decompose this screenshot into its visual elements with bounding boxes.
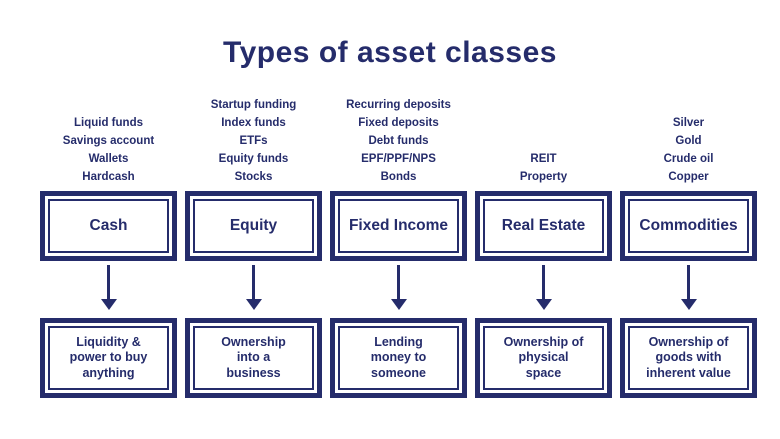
example-item: EPF/PPF/NPS xyxy=(361,153,436,165)
example-item: Recurring deposits xyxy=(346,99,451,111)
asset-class-box-inner: Cash xyxy=(48,199,169,253)
example-item: Crude oil xyxy=(663,153,714,165)
down-arrow-icon xyxy=(535,261,552,313)
description-text: Lending money to someone xyxy=(371,335,427,382)
examples-list: Silver Gold Crude oil Copper xyxy=(620,90,757,186)
asset-class-box: Real Estate xyxy=(475,191,612,261)
description-line: Lending xyxy=(374,334,423,349)
example-item: REIT xyxy=(530,153,557,165)
asset-column-cash: Liquid funds Savings account Wallets Har… xyxy=(40,90,177,398)
asset-class-label: Commodities xyxy=(639,217,738,234)
description-box: Lending money to someone xyxy=(330,318,467,398)
down-arrow-icon xyxy=(245,261,262,313)
description-text: Ownership into a business xyxy=(221,335,286,382)
example-item: Hardcash xyxy=(82,171,135,183)
description-line: Liquidity & xyxy=(76,334,141,349)
asset-class-box-inner: Commodities xyxy=(628,199,749,253)
asset-class-label: Cash xyxy=(89,217,128,234)
examples-list: Liquid funds Savings account Wallets Har… xyxy=(40,90,177,186)
description-line: physical xyxy=(518,350,569,365)
example-item: Wallets xyxy=(88,153,129,165)
example-item: Stocks xyxy=(234,171,273,183)
diagram-title: Types of asset classes xyxy=(223,36,557,69)
down-arrow-icon xyxy=(100,261,117,313)
asset-column-equity: Startup funding Index funds ETFs Equity … xyxy=(185,90,322,398)
asset-column-real-estate: REIT Property Real Estate Ownership of p… xyxy=(475,90,612,398)
asset-class-box: Commodities xyxy=(620,191,757,261)
description-box-inner: Lending money to someone xyxy=(338,326,459,390)
description-line: power to buy xyxy=(69,350,148,365)
description-line: goods with xyxy=(655,350,722,365)
asset-column-fixed-income: Recurring deposits Fixed deposits Debt f… xyxy=(330,90,467,398)
description-box-inner: Ownership of physical space xyxy=(483,326,604,390)
examples-list: REIT Property xyxy=(475,90,612,186)
asset-class-box: Fixed Income xyxy=(330,191,467,261)
asset-class-box-inner: Equity xyxy=(193,199,314,253)
description-line: Ownership of xyxy=(648,334,729,349)
down-arrow-icon xyxy=(680,261,697,313)
description-box-inner: Ownership of goods with inherent value xyxy=(628,326,749,390)
description-line: inherent value xyxy=(646,365,731,380)
example-item: Copper xyxy=(668,171,709,183)
description-text: Ownership of physical space xyxy=(504,335,584,382)
description-text: Ownership of goods with inherent value xyxy=(646,335,731,382)
asset-class-label: Equity xyxy=(229,217,278,234)
example-item: Index funds xyxy=(221,117,286,129)
asset-class-box: Equity xyxy=(185,191,322,261)
example-item: Bonds xyxy=(380,171,417,183)
description-box-inner: Liquidity & power to buy anything xyxy=(48,326,169,390)
asset-class-label: Fixed Income xyxy=(348,217,449,234)
description-line: Ownership of xyxy=(503,334,584,349)
example-item: Debt funds xyxy=(368,135,429,147)
description-line: into a xyxy=(236,350,271,365)
asset-column-commodities: Silver Gold Crude oil Copper Commodities… xyxy=(620,90,757,398)
example-item: Liquid funds xyxy=(74,117,143,129)
description-line: business xyxy=(226,365,281,380)
description-box: Ownership of physical space xyxy=(475,318,612,398)
asset-class-box: Cash xyxy=(40,191,177,261)
description-line: space xyxy=(525,365,562,380)
example-item: Property xyxy=(519,171,568,183)
description-line: money to xyxy=(370,350,427,365)
example-item: Equity funds xyxy=(218,153,289,165)
asset-class-label: Real Estate xyxy=(501,217,586,234)
example-item: Gold xyxy=(675,135,702,147)
example-item: Silver xyxy=(672,117,705,129)
description-line: Ownership xyxy=(221,334,286,349)
description-box: Ownership of goods with inherent value xyxy=(620,318,757,398)
examples-list: Startup funding Index funds ETFs Equity … xyxy=(185,90,322,186)
description-box: Liquidity & power to buy anything xyxy=(40,318,177,398)
example-item: Fixed deposits xyxy=(358,117,439,129)
columns-row: Liquid funds Savings account Wallets Har… xyxy=(0,90,780,398)
asset-class-box-inner: Real Estate xyxy=(483,199,604,253)
example-item: Startup funding xyxy=(210,99,297,111)
description-box-inner: Ownership into a business xyxy=(193,326,314,390)
asset-class-box-inner: Fixed Income xyxy=(338,199,459,253)
example-item: Savings account xyxy=(62,135,155,147)
down-arrow-icon xyxy=(390,261,407,313)
example-item: ETFs xyxy=(239,135,268,147)
description-line: anything xyxy=(82,365,135,380)
description-box: Ownership into a business xyxy=(185,318,322,398)
description-text: Liquidity & power to buy anything xyxy=(70,335,148,382)
description-line: someone xyxy=(371,365,426,380)
examples-list: Recurring deposits Fixed deposits Debt f… xyxy=(330,90,467,186)
